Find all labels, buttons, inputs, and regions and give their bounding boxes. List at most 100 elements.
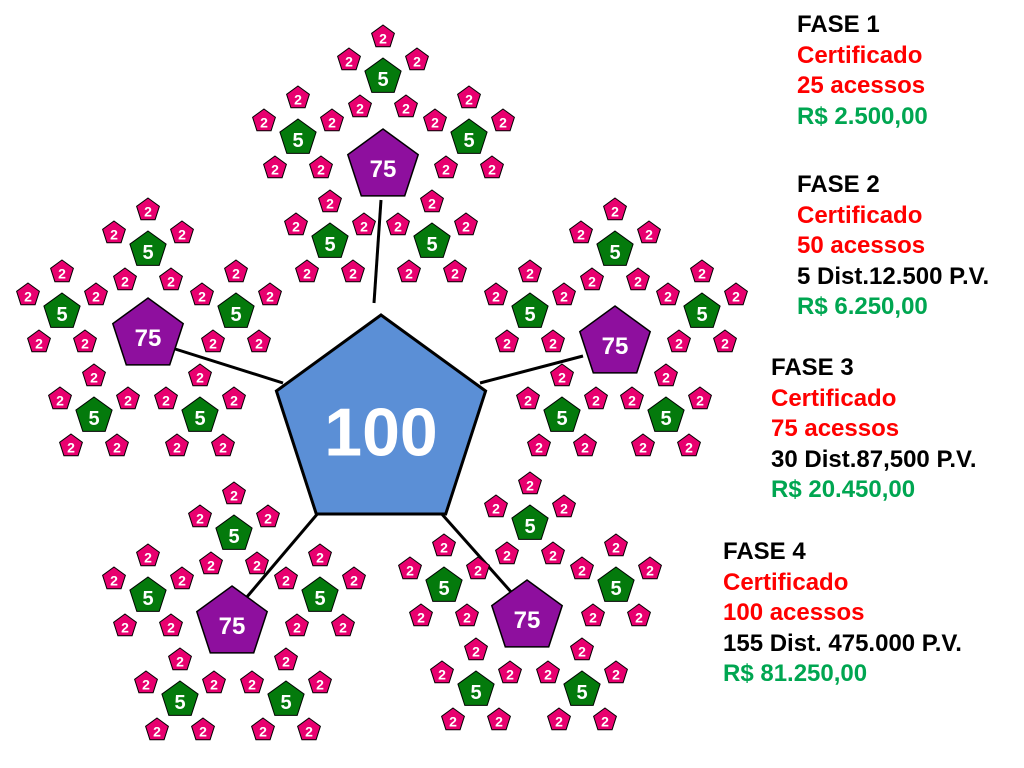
- leaf-pentagon-5-3-5: 2: [627, 603, 651, 627]
- leaf-pentagon-3-3-4: 2: [667, 329, 691, 353]
- group-pentagon-2-1-shape: [129, 230, 167, 266]
- leaf-pentagon-5-3-2: 2: [570, 556, 594, 580]
- leaf-pentagon-3-4-1: 2: [550, 363, 574, 387]
- leaf-pentagon-3-1-5-shape: [626, 267, 650, 291]
- leaf-pentagon-3-4-4: 2: [527, 433, 551, 457]
- group-pentagon-3-2-label: 5: [524, 304, 535, 326]
- group-pentagon-3-2: 5: [511, 292, 549, 328]
- leaf-pentagon-1-1-3-shape: [405, 47, 429, 71]
- leaf-pentagon-3-1-4-shape: [580, 267, 604, 291]
- leaf-pentagon-2-4-3-shape: [116, 386, 140, 410]
- leaf-pentagon-3-3-2-label: 2: [664, 288, 672, 304]
- group-pentagon-1-1: 5: [364, 57, 402, 93]
- leaf-pentagon-1-3-5-shape: [480, 155, 504, 179]
- leaf-pentagon-5-4-3-shape: [498, 660, 522, 684]
- leaf-pentagon-4-2-3-shape: [170, 566, 194, 590]
- leaf-pentagon-5-2-3: 2: [466, 556, 490, 580]
- leaf-pentagon-5-1-2-shape: [484, 494, 508, 518]
- group-pentagon-1-5: 5: [413, 222, 451, 258]
- leaf-pentagon-3-3-4-label: 2: [675, 335, 683, 351]
- leaf-pentagon-2-3-3-label: 2: [266, 288, 274, 304]
- group-pentagon-5-1-shape: [511, 504, 549, 540]
- group-pentagon-1-1-shape: [364, 57, 402, 93]
- leaf-pentagon-4-5-4: 2: [251, 717, 275, 741]
- leaf-pentagon-5-4-3: 2: [498, 660, 522, 684]
- connector-line-1: [372, 199, 383, 304]
- group-pentagon-5-4-shape: [457, 670, 495, 706]
- leaf-pentagon-3-4-2-label: 2: [524, 392, 532, 408]
- leaf-pentagon-1-1-2: 2: [337, 47, 361, 71]
- leaf-pentagon-2-1-1-label: 2: [144, 203, 152, 219]
- phase-amount: R$ 2.500,00: [797, 102, 928, 130]
- leaf-pentagon-2-1-5-shape: [159, 267, 183, 291]
- leaf-pentagon-4-1-1-label: 2: [230, 487, 238, 503]
- phase-distribution: 30 Dist.87,500 P.V.: [771, 445, 977, 473]
- leaf-pentagon-1-5-5: 2: [443, 259, 467, 283]
- leaf-pentagon-5-3-1-shape: [604, 533, 628, 557]
- phase-access: 75 acessos: [771, 415, 900, 442]
- leaf-pentagon-5-5-2-shape: [536, 660, 560, 684]
- leaf-pentagon-4-1-2-label: 2: [196, 510, 204, 526]
- leaf-pentagon-3-5-1-label: 2: [662, 369, 670, 385]
- leaf-pentagon-4-4-2: 2: [134, 670, 158, 694]
- leaf-pentagon-3-3-1-label: 2: [698, 265, 706, 281]
- leaf-pentagon-3-2-1-label: 2: [526, 265, 534, 281]
- leaf-pentagon-1-4-2: 2: [284, 212, 308, 236]
- group-pentagon-5-4: 5: [457, 670, 495, 706]
- group-pentagon-3-4-shape: [543, 396, 581, 432]
- leaf-pentagon-3-1-3-shape: [637, 220, 661, 244]
- leaf-pentagon-1-1-2-label: 2: [345, 53, 353, 69]
- leaf-pentagon-1-4-1: 2: [318, 189, 342, 213]
- leaf-pentagon-3-1-5-label: 2: [634, 273, 642, 289]
- leaf-pentagon-3-5-2-label: 2: [628, 392, 636, 408]
- leaf-pentagon-5-1-1-label: 2: [526, 477, 534, 493]
- leaf-pentagon-2-3-4: 2: [201, 329, 225, 353]
- group-pentagon-3-1-shape: [596, 230, 634, 266]
- leaf-pentagon-5-2-3-shape: [466, 556, 490, 580]
- leaf-pentagon-4-5-2-shape: [240, 670, 264, 694]
- leaf-pentagon-4-5-3: 2: [308, 670, 332, 694]
- leaf-pentagon-5-1-3: 2: [552, 494, 576, 518]
- leaf-pentagon-2-3-3-shape: [258, 282, 282, 306]
- leaf-pentagon-3-3-1: 2: [690, 259, 714, 283]
- leaf-pentagon-4-1-1-shape: [222, 481, 246, 505]
- phase-4-block: FASE 4 Certificado 100 acessos 155 Dist.…: [723, 537, 962, 690]
- branch-pentagon-1-shape: [346, 128, 420, 197]
- leaf-pentagon-2-5-3: 2: [222, 386, 246, 410]
- leaf-pentagon-1-1-3: 2: [405, 47, 429, 71]
- leaf-pentagon-2-5-5-shape: [211, 433, 235, 457]
- leaf-pentagon-2-1-4: 2: [113, 267, 137, 291]
- leaf-pentagon-4-4-4: 2: [145, 717, 169, 741]
- leaf-pentagon-2-2-4-label: 2: [35, 335, 43, 351]
- leaf-pentagon-3-4-4-label: 2: [535, 439, 543, 455]
- leaf-pentagon-5-2-5: 2: [455, 603, 479, 627]
- center-pentagon-main-label: 100: [324, 395, 437, 471]
- group-pentagon-2-4-shape: [75, 396, 113, 432]
- leaf-pentagon-4-3-3-shape: [342, 566, 366, 590]
- group-pentagon-4-3: 5: [301, 576, 339, 612]
- group-pentagon-3-1: 5: [596, 230, 634, 266]
- phase-certificate: Certificado: [797, 201, 923, 229]
- leaf-pentagon-1-3-3: 2: [491, 108, 515, 132]
- leaf-pentagon-1-3-1: 2: [457, 85, 481, 109]
- leaf-pentagon-5-2-2-shape: [398, 556, 422, 580]
- leaf-pentagon-4-3-4-label: 2: [293, 619, 301, 635]
- leaf-pentagon-3-2-5-label: 2: [549, 335, 557, 351]
- leaf-pentagon-2-1-2: 2: [102, 220, 126, 244]
- group-pentagon-4-4: 5: [161, 680, 199, 716]
- leaf-pentagon-4-2-1: 2: [136, 543, 160, 567]
- leaf-pentagon-4-5-3-label: 2: [316, 676, 324, 692]
- leaf-pentagon-3-3-5-label: 2: [721, 335, 729, 351]
- leaf-pentagon-3-4-4-shape: [527, 433, 551, 457]
- leaf-pentagon-1-4-4-label: 2: [303, 265, 311, 281]
- branch-pentagon-4-label: 75: [219, 613, 246, 640]
- leaf-pentagon-3-3-5: 2: [713, 329, 737, 353]
- leaf-pentagon-2-5-4-shape: [165, 433, 189, 457]
- leaf-pentagon-3-5-5-shape: [677, 433, 701, 457]
- leaf-pentagon-1-4-3-label: 2: [360, 218, 368, 234]
- group-pentagon-1-4-shape: [311, 222, 349, 258]
- leaf-pentagon-4-3-2-label: 2: [282, 572, 290, 588]
- phase-amount: R$ 20.450,00: [771, 476, 916, 503]
- leaf-pentagon-2-5-2-shape: [154, 386, 178, 410]
